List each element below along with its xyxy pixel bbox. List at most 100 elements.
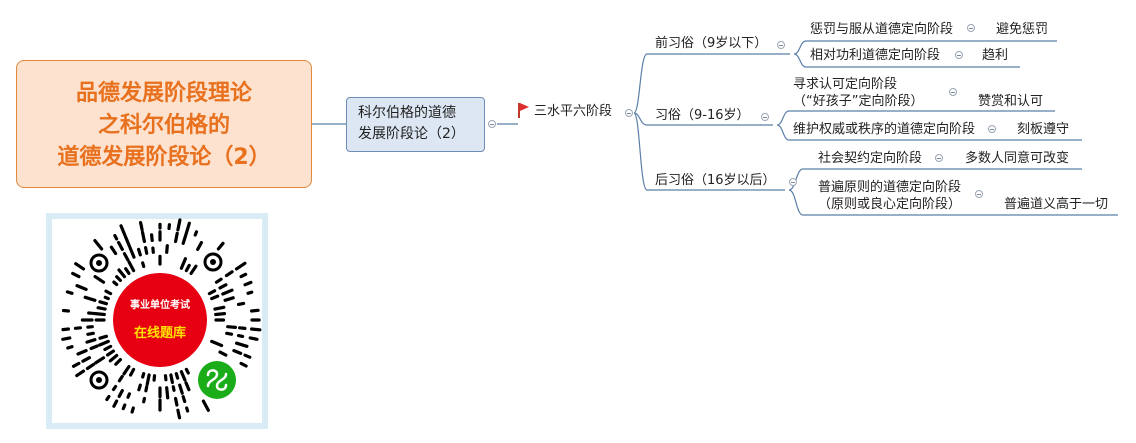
code-ray [89, 344, 99, 351]
connector-hub-l3 [633, 112, 785, 191]
stage-name[interactable]: 惩罚与服从道德定向阶段 [810, 22, 954, 37]
code-ray [201, 399, 210, 412]
collapse-icon[interactable] [777, 41, 785, 49]
subtopic-line1: 科尔伯格的道德 [358, 105, 456, 121]
code-ray [221, 288, 234, 296]
stage-name[interactable]: 寻求认可定向阶段 [793, 77, 898, 92]
connector-l3-s1 [788, 168, 1082, 191]
code-ray [145, 373, 151, 386]
code-ray [214, 277, 223, 284]
code-ray [178, 383, 184, 395]
code-ray [117, 389, 124, 398]
code-ray [165, 244, 169, 254]
code-ray [181, 395, 187, 404]
collapse-icon[interactable] [949, 88, 957, 96]
code-ray [238, 326, 247, 330]
connector-l3-s2 [788, 189, 1118, 216]
stage-detail[interactable]: 趋利 [982, 48, 1009, 63]
qr-center-badge [113, 273, 207, 367]
stage-name-line2[interactable]: （“好孩子”定向阶段） [793, 94, 924, 109]
code-ray [243, 353, 252, 359]
code-ray [130, 406, 135, 414]
code-ray [214, 312, 227, 317]
code-ray [111, 384, 118, 392]
code-ray [246, 290, 254, 295]
collapse-icon[interactable] [488, 120, 496, 128]
level-label[interactable]: 后习俗（16岁以后） [655, 173, 776, 188]
code-ray [184, 263, 191, 273]
connector-l1-s1 [793, 40, 1057, 55]
code-ray [105, 349, 116, 357]
badge-title: 在线题库 [133, 326, 186, 341]
level-label[interactable]: 习俗（9-16岁） [655, 108, 750, 123]
code-ray [71, 271, 81, 279]
stage-detail[interactable]: 普遍道义高于一切 [1004, 197, 1109, 212]
code-ray [218, 283, 228, 290]
code-ray [239, 361, 248, 368]
code-ray [225, 331, 234, 336]
code-ray [65, 290, 74, 295]
code-ray [236, 301, 246, 306]
code-ray [236, 334, 245, 338]
code-ray [93, 239, 104, 251]
code-ray [165, 386, 170, 400]
code-ray [93, 275, 106, 284]
finder-mark-dot [96, 260, 102, 266]
finder-mark-bottom-left [89, 370, 109, 390]
collapse-icon[interactable] [935, 154, 943, 162]
code-ray [81, 356, 92, 363]
stage-detail[interactable]: 赞赏和认可 [978, 94, 1044, 109]
finder-mark-top-left [89, 253, 109, 273]
collapse-icon[interactable] [967, 24, 975, 32]
code-ray [185, 406, 190, 413]
code-ray [98, 339, 110, 347]
code-ray [174, 231, 179, 244]
code-ray [184, 367, 190, 375]
collapse-icon[interactable] [789, 178, 797, 186]
stage-name[interactable]: 维护权威或秩序的道德定向阶段 [793, 122, 976, 137]
stage-detail[interactable]: 刻板遵守 [1017, 122, 1070, 137]
root-title-line1: 品德发展阶段理论 [75, 81, 252, 106]
collapse-icon[interactable] [975, 190, 983, 198]
root-topic-box[interactable] [16, 60, 312, 188]
code-ray [76, 349, 88, 356]
code-ray [137, 383, 142, 392]
level-label[interactable]: 前习俗（9岁以下） [655, 36, 768, 51]
code-ray [83, 295, 97, 302]
code-ray [113, 234, 119, 241]
code-ray [122, 252, 130, 262]
hub-label[interactable]: 三水平六阶段 [534, 104, 613, 119]
stage-detail[interactable]: 多数人同意可改变 [965, 151, 1070, 166]
stage-name[interactable]: 社会契约定向阶段 [818, 151, 923, 166]
code-ray [61, 336, 72, 341]
code-ray [103, 344, 113, 352]
subtopic-box[interactable] [346, 97, 485, 152]
code-ray [112, 399, 119, 408]
collapse-icon[interactable] [988, 125, 996, 133]
code-ray [210, 339, 224, 348]
code-ray [193, 230, 199, 237]
collapse-icon[interactable] [625, 109, 633, 117]
collapse-icon[interactable] [761, 113, 769, 121]
code-ray [129, 367, 136, 377]
finder-mark-dot [210, 259, 216, 265]
collapse-icon[interactable] [955, 51, 963, 59]
code-ray [248, 336, 259, 341]
code-ray [213, 305, 226, 311]
stage-name[interactable]: 相对功利道德定向阶段 [810, 48, 941, 63]
stage-name-line2[interactable]: （原则或良心定向阶段） [818, 197, 962, 212]
code-ray [176, 408, 182, 420]
code-ray [85, 362, 96, 371]
code-ray [61, 327, 71, 332]
code-ray [142, 396, 146, 404]
subtopic-text: 科尔伯格的道德 发展阶段论（2） [358, 103, 465, 145]
code-ray [85, 338, 97, 344]
code-ray [75, 284, 88, 291]
mini-program-icon [198, 361, 236, 399]
stage-detail[interactable]: 避免惩罚 [996, 22, 1049, 37]
code-ray [109, 245, 118, 256]
stage-name[interactable]: 普遍原则的道德定向阶段 [818, 180, 962, 195]
code-ray [218, 350, 228, 357]
